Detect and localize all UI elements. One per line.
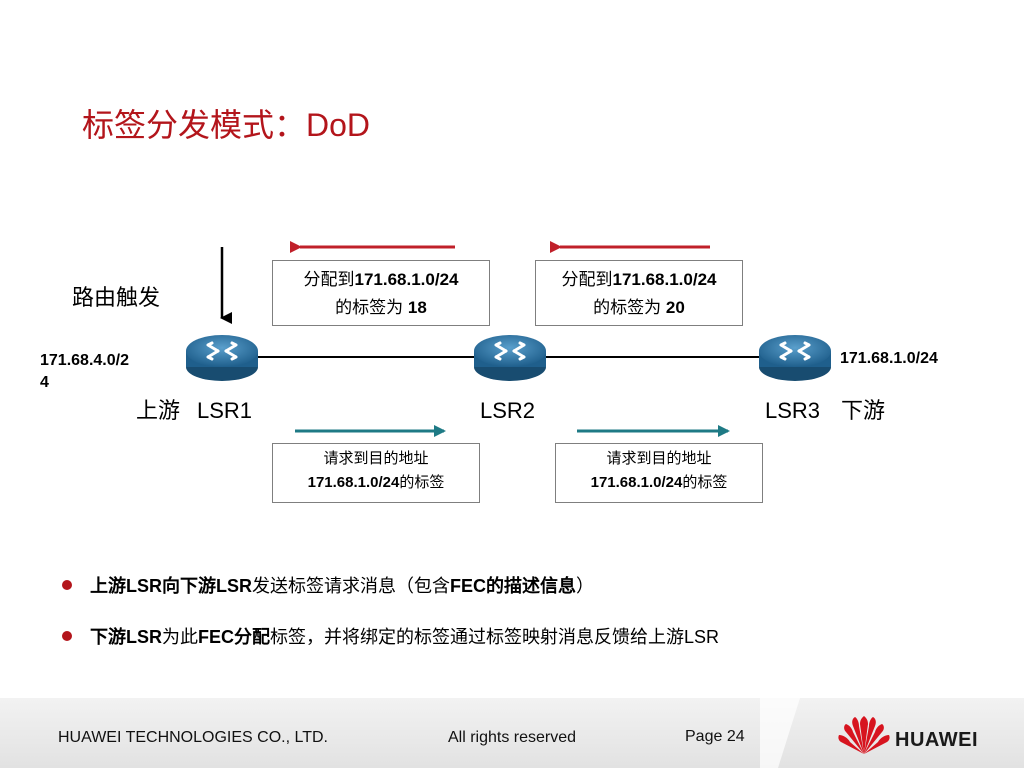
label-mapping-box-2: 分配到171.68.1.0/24 的标签为 20 (535, 260, 743, 326)
bullet-text: FEC分配 (198, 627, 270, 647)
footer-rights: All rights reserved (448, 729, 577, 746)
bullet-text: 下游LSR (90, 627, 162, 647)
box-address: 171.68.1.0/24 (307, 474, 400, 491)
box-address: 171.68.1.0/24 (354, 270, 459, 289)
network-diagram (186, 241, 831, 437)
label-mapping-box-1: 分配到171.68.1.0/24 的标签为 18 (272, 260, 490, 326)
bullet-text: ） (576, 576, 594, 596)
box-text: 分配到 (303, 270, 355, 289)
box-text: 分配到 (561, 270, 613, 289)
huawei-logo-text: HUAWEI (895, 729, 978, 751)
bullet-item: 上游LSR向下游LSR发送标签请求消息（包含FEC的描述信息） (62, 572, 594, 598)
label-value: 20 (665, 298, 685, 317)
footer-bar: HUAWEI TECHNOLOGIES CO., LTD. All rights… (0, 698, 1024, 768)
label-request-box-2: 请求到目的地址 171.68.1.0/24的标签 (555, 443, 763, 503)
bullet-text: 发送标签请求消息（包含 (252, 576, 450, 596)
left-network-address: 171.68.4.0/2 4 (40, 350, 129, 394)
footer-page-number: Page 24 (685, 728, 745, 745)
upstream-label: 上游 (136, 399, 181, 424)
huawei-logo-icon (838, 716, 890, 754)
box-text: 的标签 (682, 474, 728, 491)
bullet-item: 下游LSR为此FEC分配标签，并将绑定的标签通过标签映射消息反馈给上游LSR (62, 623, 719, 649)
box-address: 171.68.1.0/24 (612, 270, 717, 289)
bullet-text: 为此 (162, 627, 198, 647)
label-value: 18 (407, 298, 427, 317)
router-icon (186, 335, 258, 381)
label-request-box-1: 请求到目的地址 171.68.1.0/24的标签 (272, 443, 480, 503)
bullet-dot-icon (62, 580, 72, 591)
router-label-lsr2: LSR2 (480, 398, 536, 423)
box-text: 请求到目的地址 (323, 450, 429, 467)
bullet-text: FEC的描述信息 (450, 576, 576, 596)
address-line: 4 (40, 374, 49, 391)
downstream-label: 下游 (841, 399, 886, 424)
footer-divider (760, 698, 800, 768)
bullet-dot-icon (62, 631, 72, 642)
box-text: 的标签为 (593, 298, 662, 317)
bullet-text: 上游LSR向下游LSR (90, 576, 252, 596)
router-icon (474, 335, 546, 381)
box-text: 的标签 (399, 474, 445, 491)
box-text: 的标签为 (335, 298, 404, 317)
trigger-label: 路由触发 (72, 286, 161, 311)
router-label-lsr1: LSR1 (197, 398, 253, 423)
right-network-address: 171.68.1.0/24 (840, 350, 938, 367)
page-title: 标签分发模式：DoD (82, 107, 371, 143)
router-icon (759, 335, 831, 381)
bullet-text: 标签，并将绑定的标签通过标签映射消息反馈给上游LSR (270, 627, 720, 647)
box-address: 171.68.1.0/24 (590, 474, 683, 491)
box-text: 请求到目的地址 (606, 450, 712, 467)
footer-company: HUAWEI TECHNOLOGIES CO., LTD. (58, 729, 328, 746)
address-line: 171.68.4.0/2 (40, 352, 129, 369)
router-label-lsr3: LSR3 (765, 398, 821, 423)
